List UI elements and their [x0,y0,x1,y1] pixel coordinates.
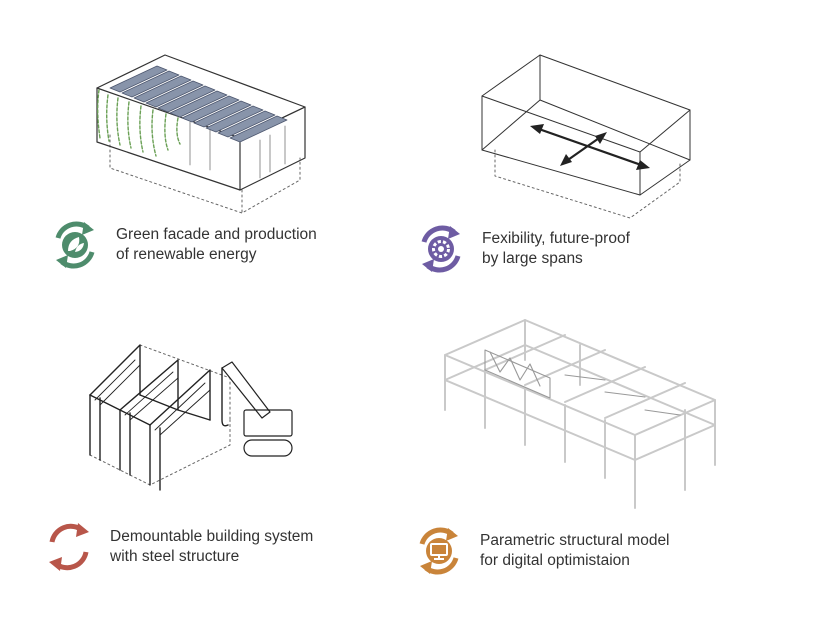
feature-caption: Parametric structural model for digital … [480,531,670,571]
feature-caption: Fexibility, future-proof by large spans [482,229,630,269]
feature-flexibility: Fexibility, future-proof by large spans [414,222,630,276]
feature-caption-line1: Green facade and production [116,226,317,243]
steel-frame-illustration [89,344,293,491]
feature-caption: Green facade and production of renewable… [116,225,317,265]
monitor-cycle-icon [419,527,459,575]
feature-caption-line1: Parametric structural model [480,532,670,549]
feature-caption-line2: for digital optimistaion [480,552,630,569]
feature-green-facade: Green facade and production of renewable… [48,218,317,272]
feature-caption-line2: with steel structure [110,548,240,565]
feature-caption-line2: of renewable energy [116,246,257,263]
feature-demountable: Demountable building system with steel s… [42,520,313,574]
cycle-arrows-icon [49,523,89,571]
feature-caption: Demountable building system with steel s… [110,527,313,567]
feature-caption-line1: Demountable building system [110,528,314,545]
flexible-span-illustration [481,54,691,219]
parametric-model-illustration [444,319,716,509]
feature-caption-line1: Fexibility, future-proof [482,230,630,247]
green-building-illustration [96,54,306,214]
feature-caption-line2: by large spans [482,250,583,267]
gear-cycle-icon [421,225,461,273]
feature-parametric: Parametric structural model for digital … [412,524,670,578]
leaf-cycle-icon [55,221,95,269]
